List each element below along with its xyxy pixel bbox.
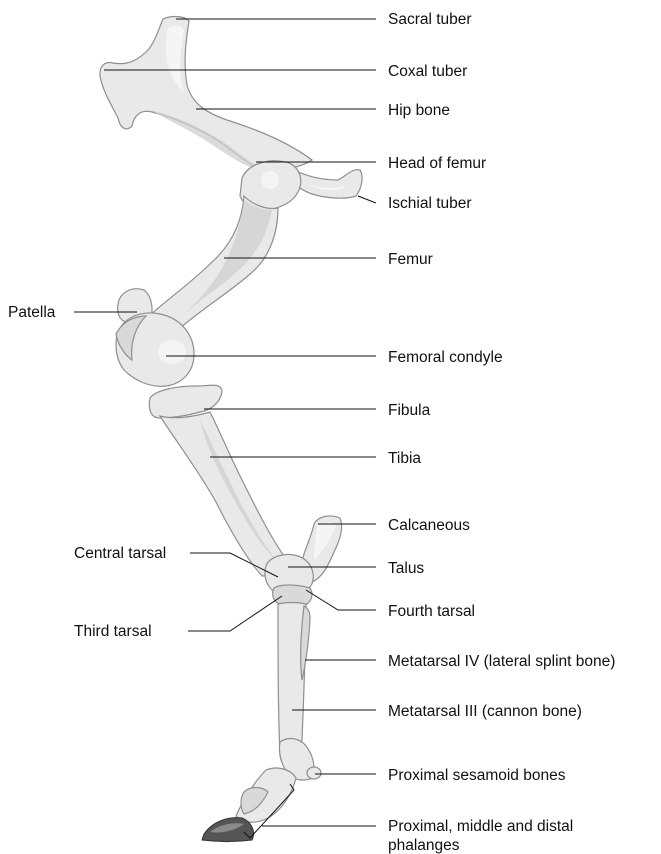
- label-talus: Talus: [388, 560, 424, 577]
- label-ischial-tuber: Ischial tuber: [388, 195, 472, 212]
- label-femoral-condyle: Femoral condyle: [388, 349, 503, 366]
- label-hip-bone: Hip bone: [388, 102, 450, 119]
- label-fibula: Fibula: [388, 402, 431, 419]
- hip-bone-shape: [100, 17, 312, 172]
- leader-third-tarsal: [188, 596, 282, 631]
- label-patella: Patella: [8, 304, 56, 321]
- label-fourth-tarsal: Fourth tarsal: [388, 603, 475, 620]
- label-metatarsal-iv: Metatarsal IV (lateral splint bone): [388, 653, 615, 670]
- label-femur: Femur: [388, 251, 433, 268]
- labels: Sacral tuber Coxal tuber Hip bone Head o…: [8, 11, 615, 854]
- label-coxal-tuber: Coxal tuber: [388, 63, 467, 80]
- skeleton-illustration: [100, 17, 362, 842]
- label-tibia: Tibia: [388, 450, 421, 467]
- label-third-tarsal: Third tarsal: [74, 623, 152, 640]
- label-metatarsal-iii: Metatarsal III (cannon bone): [388, 703, 582, 720]
- label-calcaneous: Calcaneous: [388, 517, 470, 534]
- label-central-tarsal: Central tarsal: [74, 545, 166, 562]
- leader-ischial-tuber: [358, 196, 376, 203]
- tibia-shape: [160, 412, 284, 576]
- label-proximal-sesamoid: Proximal sesamoid bones: [388, 767, 566, 784]
- leader-fourth-tarsal: [306, 590, 376, 610]
- label-sacral-tuber: Sacral tuber: [388, 11, 472, 28]
- label-phalanges-line1: Proximal, middle and distal: [388, 818, 573, 835]
- label-phalanges-line2: phalanges: [388, 837, 460, 854]
- label-head-of-femur: Head of femur: [388, 155, 486, 172]
